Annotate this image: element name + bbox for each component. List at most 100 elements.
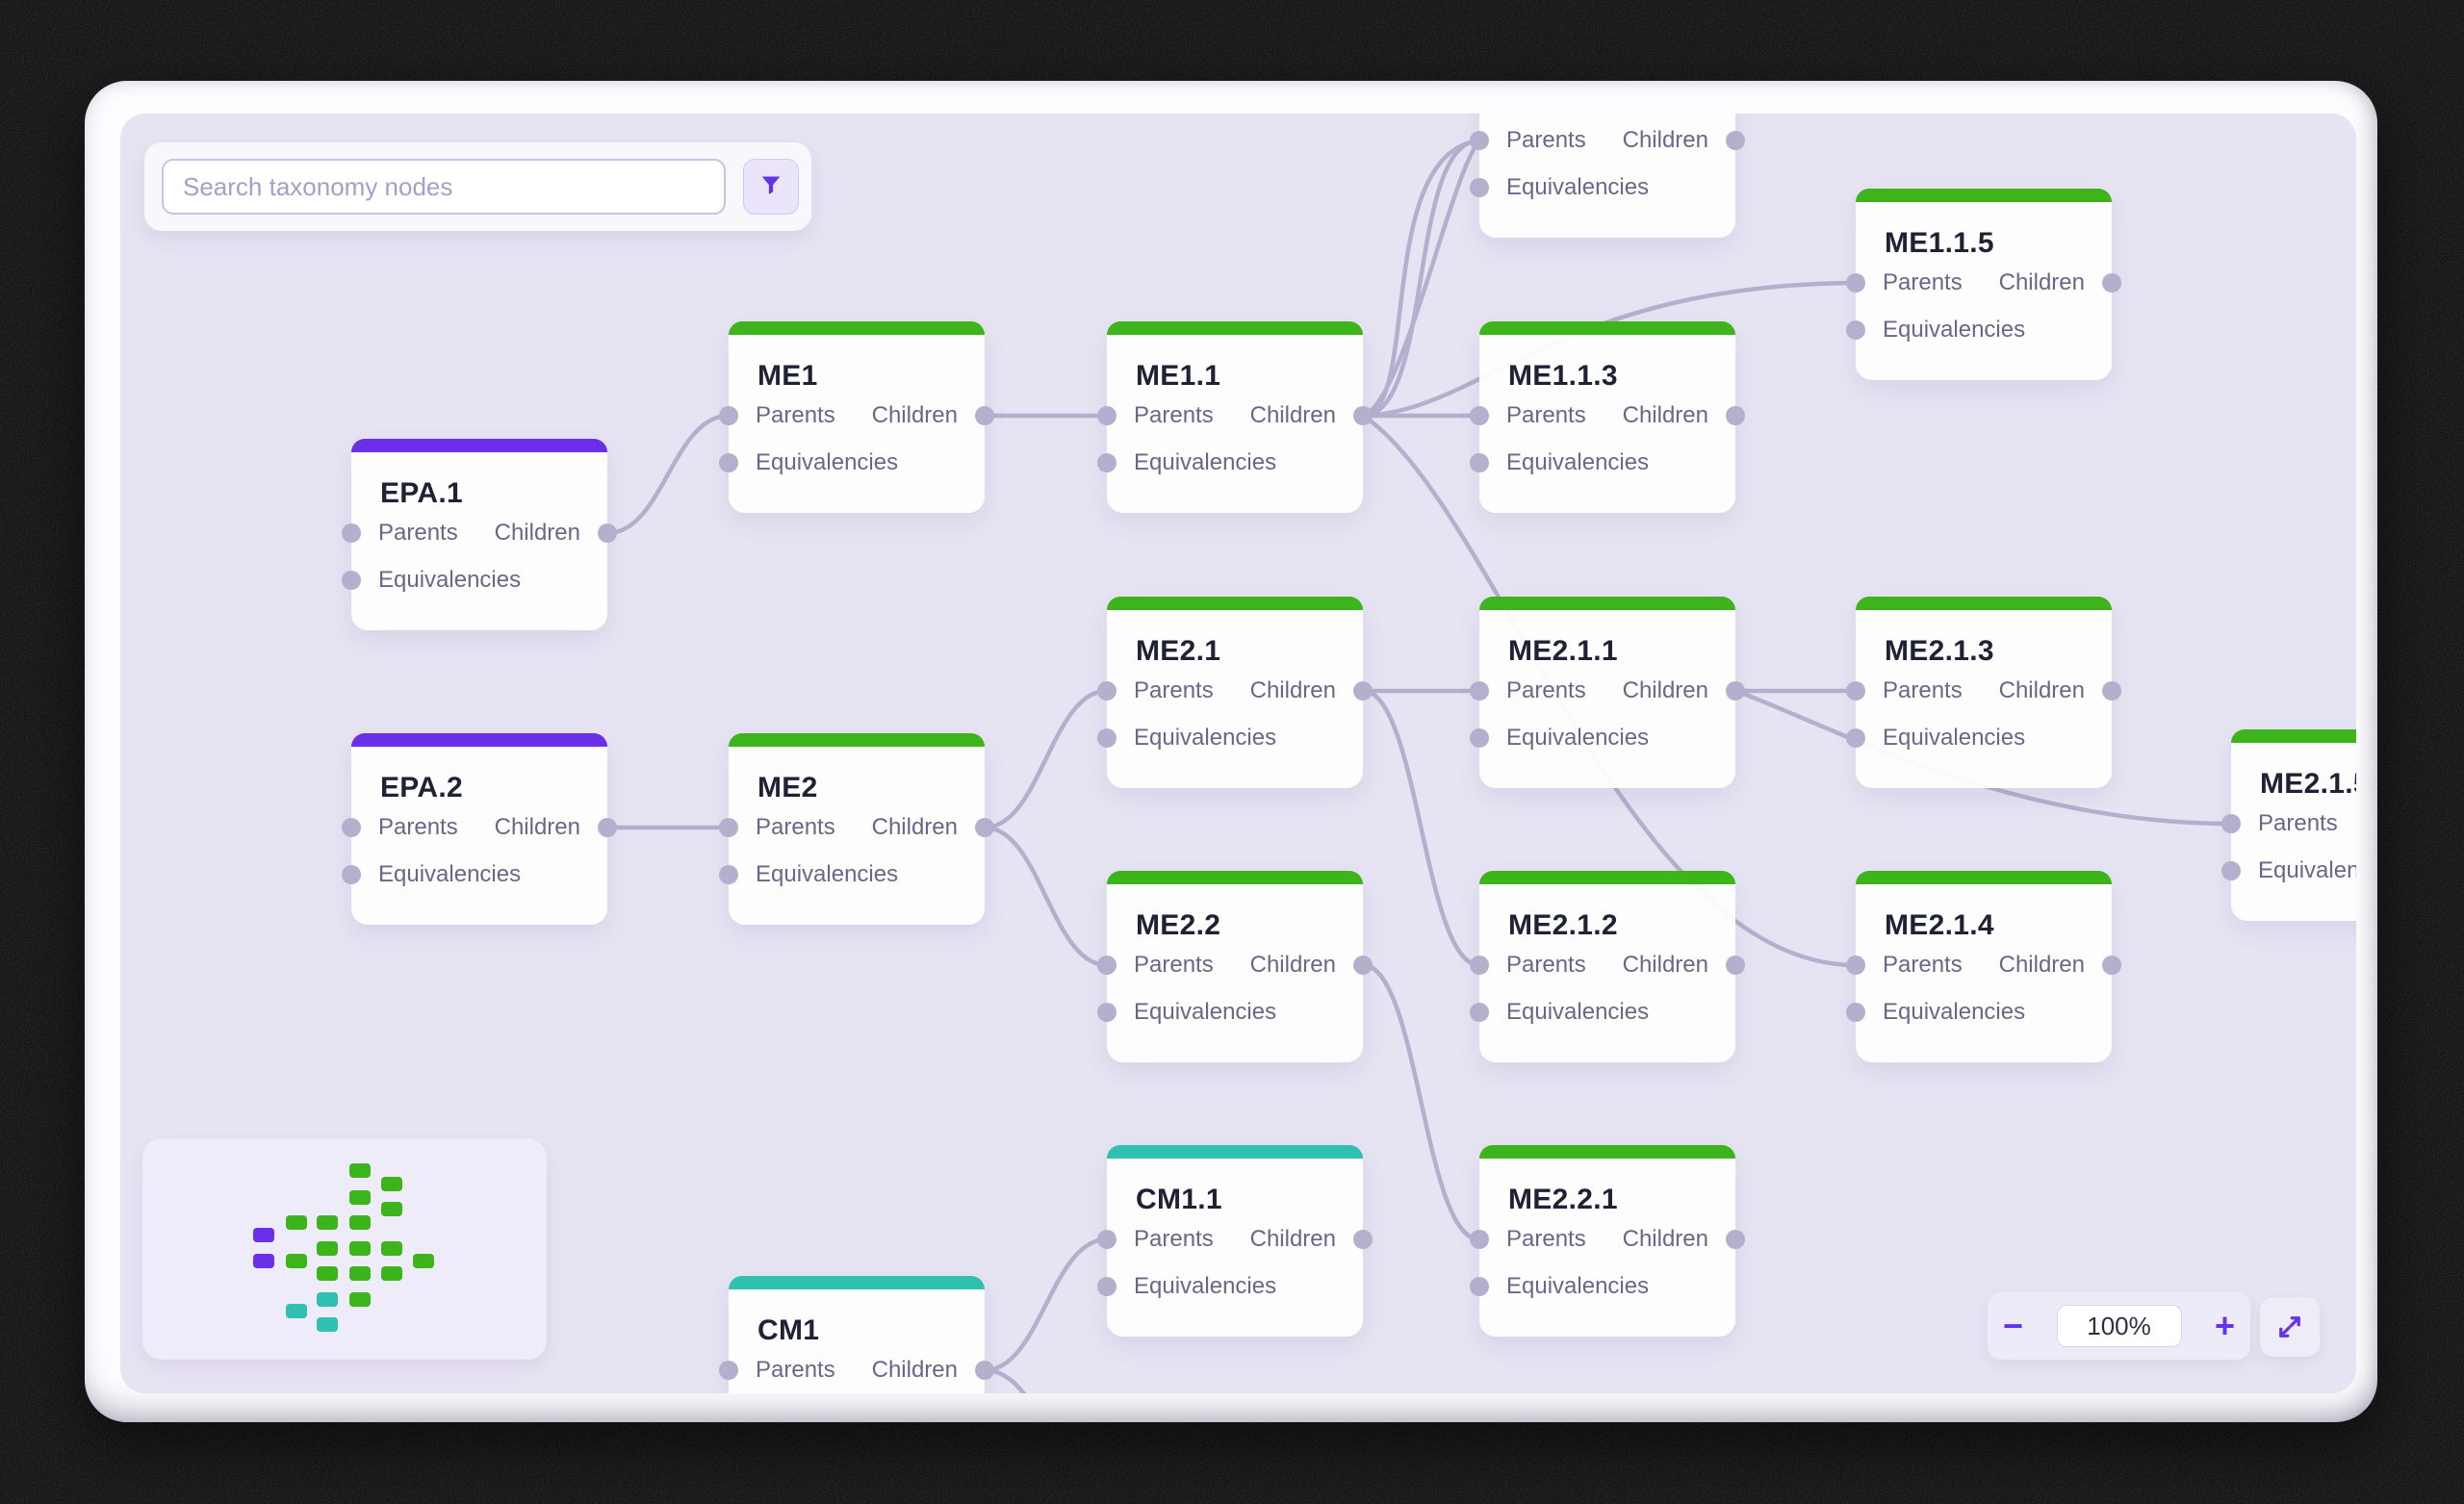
- children-port[interactable]: [598, 523, 617, 543]
- equivalencies-port[interactable]: [1846, 728, 1865, 748]
- children-port[interactable]: [1353, 406, 1373, 425]
- parents-port[interactable]: [719, 406, 738, 425]
- taxonomy-node-CM1[interactable]: CM1ParentsChildrenEquivalencies: [729, 1276, 985, 1393]
- children-port[interactable]: [1353, 1230, 1373, 1249]
- parents-port[interactable]: [719, 1361, 738, 1380]
- equivalencies-port[interactable]: [1846, 1003, 1865, 1022]
- children-port[interactable]: [1726, 406, 1745, 425]
- children-port[interactable]: [1353, 681, 1373, 701]
- parents-label: Parents: [378, 814, 458, 840]
- minimap[interactable]: [142, 1138, 547, 1360]
- children-port[interactable]: [2102, 681, 2121, 701]
- children-port[interactable]: [975, 406, 994, 425]
- zoom-out-button[interactable]: −: [2003, 1306, 2024, 1345]
- parents-port[interactable]: [1470, 406, 1489, 425]
- children-port[interactable]: [2102, 956, 2121, 975]
- children-label: Children: [1622, 127, 1708, 153]
- minimap-node-block: [349, 1190, 371, 1205]
- equivalencies-port[interactable]: [1097, 1277, 1116, 1296]
- edge: [1360, 138, 1482, 419]
- children-port[interactable]: [975, 818, 994, 837]
- parents-port[interactable]: [1470, 131, 1489, 150]
- equivalencies-label: Equivalencies: [378, 861, 522, 887]
- parents-port[interactable]: [342, 818, 361, 837]
- equivalencies-port[interactable]: [2221, 861, 2241, 880]
- parents-port[interactable]: [1846, 956, 1865, 975]
- equivalencies-label: Equivalencies: [378, 567, 522, 593]
- equivalencies-port[interactable]: [1470, 453, 1489, 472]
- children-port[interactable]: [598, 818, 617, 837]
- children-port[interactable]: [1726, 1230, 1745, 1249]
- parents-port[interactable]: [719, 818, 738, 837]
- node-accent-bar: [1107, 321, 1363, 335]
- parents-port[interactable]: [1846, 681, 1865, 701]
- equivalencies-port[interactable]: [1097, 728, 1116, 748]
- parents-label: Parents: [1134, 402, 1214, 428]
- equivalencies-port[interactable]: [719, 865, 738, 884]
- equivalencies-port[interactable]: [1470, 728, 1489, 748]
- parents-label: Parents: [1883, 677, 1963, 703]
- children-label: Children: [1998, 677, 2085, 703]
- parents-port[interactable]: [1470, 956, 1489, 975]
- parents-port[interactable]: [2221, 814, 2241, 833]
- equivalencies-port[interactable]: [1846, 320, 1865, 340]
- children-port[interactable]: [1726, 956, 1745, 975]
- parents-port[interactable]: [1470, 681, 1489, 701]
- parents-port[interactable]: [1470, 1230, 1489, 1249]
- equivalencies-port[interactable]: [342, 865, 361, 884]
- equivalencies-port[interactable]: [342, 571, 361, 590]
- parents-port[interactable]: [1846, 273, 1865, 293]
- parents-port[interactable]: [1097, 956, 1116, 975]
- parents-port[interactable]: [1097, 406, 1116, 425]
- equivalencies-port[interactable]: [1470, 1277, 1489, 1296]
- parents-port[interactable]: [342, 523, 361, 543]
- node-port-row: Parents Children: [1883, 676, 2085, 705]
- edge: [982, 825, 1110, 968]
- parents-port[interactable]: [1097, 681, 1116, 701]
- equivalencies-port[interactable]: [1470, 178, 1489, 197]
- children-port[interactable]: [1353, 956, 1373, 975]
- children-port[interactable]: [2102, 273, 2121, 293]
- parents-port[interactable]: [1097, 1230, 1116, 1249]
- children-port[interactable]: [975, 1361, 994, 1380]
- zoom-in-button[interactable]: +: [2214, 1306, 2235, 1345]
- equivalencies-port[interactable]: [1097, 453, 1116, 472]
- children-port[interactable]: [1726, 131, 1745, 150]
- fullscreen-button[interactable]: [2260, 1297, 2320, 1357]
- equivalencies-port[interactable]: [1470, 1003, 1489, 1022]
- node-accent-bar: [1479, 1145, 1735, 1159]
- parents-label: Parents: [1506, 1226, 1586, 1252]
- node-title: ME2.2: [1136, 909, 1221, 941]
- equivalencies-label: Equivalencies: [756, 449, 899, 475]
- children-port[interactable]: [1726, 681, 1745, 701]
- edge: [1360, 138, 1482, 419]
- equivalencies-port[interactable]: [719, 453, 738, 472]
- zoom-controls: − 100% +: [1988, 1292, 2250, 1360]
- filter-button[interactable]: [743, 159, 799, 215]
- equivalencies-port[interactable]: [1097, 1003, 1116, 1022]
- search-input[interactable]: [162, 159, 726, 215]
